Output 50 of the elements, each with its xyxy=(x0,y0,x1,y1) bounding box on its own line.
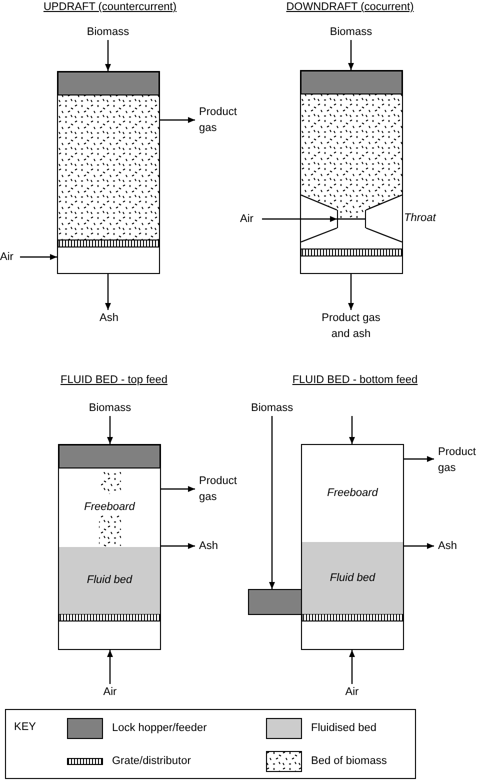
arrow xyxy=(107,650,113,684)
arrow xyxy=(262,216,337,222)
diagram-heading: FLUID BED - bottom feed xyxy=(291,373,419,387)
arrow xyxy=(348,274,354,310)
flow-label: Product gas xyxy=(434,444,484,476)
arrow xyxy=(349,416,355,444)
flow-label: Product gas and ash xyxy=(311,310,391,342)
arrow xyxy=(404,543,434,549)
diagram-heading: FLUID BED - top feed xyxy=(60,373,168,387)
arrow xyxy=(404,456,434,462)
flow-label: Air xyxy=(98,684,122,700)
legend-text: Fluidised bed xyxy=(311,721,376,735)
flow-label: Air xyxy=(240,211,262,227)
flow-label: Biomass xyxy=(83,24,133,40)
legend-text: Grate/distributor xyxy=(112,754,191,768)
flow-label: Biomass xyxy=(247,400,297,416)
flow-label: Biomass xyxy=(326,24,376,40)
flow-label: Product gas xyxy=(195,104,247,136)
diagram-heading: UPDRAFT (countercurrent) xyxy=(42,0,178,14)
diagram-heading: DOWNDRAFT (cocurrent) xyxy=(285,0,415,14)
arrow xyxy=(161,486,195,492)
arrow xyxy=(269,416,275,589)
arrow xyxy=(161,543,195,549)
legend-text: Lock hopper/feeder xyxy=(112,721,207,735)
legend-text: Bed of biomass xyxy=(311,754,387,768)
part-label: Throat xyxy=(404,211,438,225)
gasifier-vessel xyxy=(301,444,404,650)
freeboard-zone: Freeboard xyxy=(302,444,403,542)
arrow xyxy=(349,650,355,684)
flow-label: Ash xyxy=(95,310,123,326)
flow-label: Biomass xyxy=(85,400,135,416)
fluid-bed-zone: Fluid bed xyxy=(59,547,160,614)
flow-label: Product gas xyxy=(195,473,247,505)
key-title: KEY xyxy=(14,720,38,734)
flow-label: Air xyxy=(0,249,20,265)
throat-neck xyxy=(337,210,366,228)
arrow xyxy=(348,40,354,70)
flow-label: Ash xyxy=(434,538,462,554)
arrow xyxy=(107,416,113,444)
gasifier-vessel xyxy=(57,71,160,274)
arrow xyxy=(160,117,195,123)
arrow xyxy=(105,40,111,71)
arrow xyxy=(20,254,57,260)
arrow xyxy=(105,274,111,310)
gasifier-vessel xyxy=(58,444,161,650)
flow-label: Ash xyxy=(195,538,223,554)
fluid-bed-zone: Fluid bed xyxy=(302,542,403,614)
freeboard-zone: Freeboard xyxy=(59,468,160,547)
flow-label: Air xyxy=(340,684,364,700)
lock-hopper xyxy=(248,589,302,615)
